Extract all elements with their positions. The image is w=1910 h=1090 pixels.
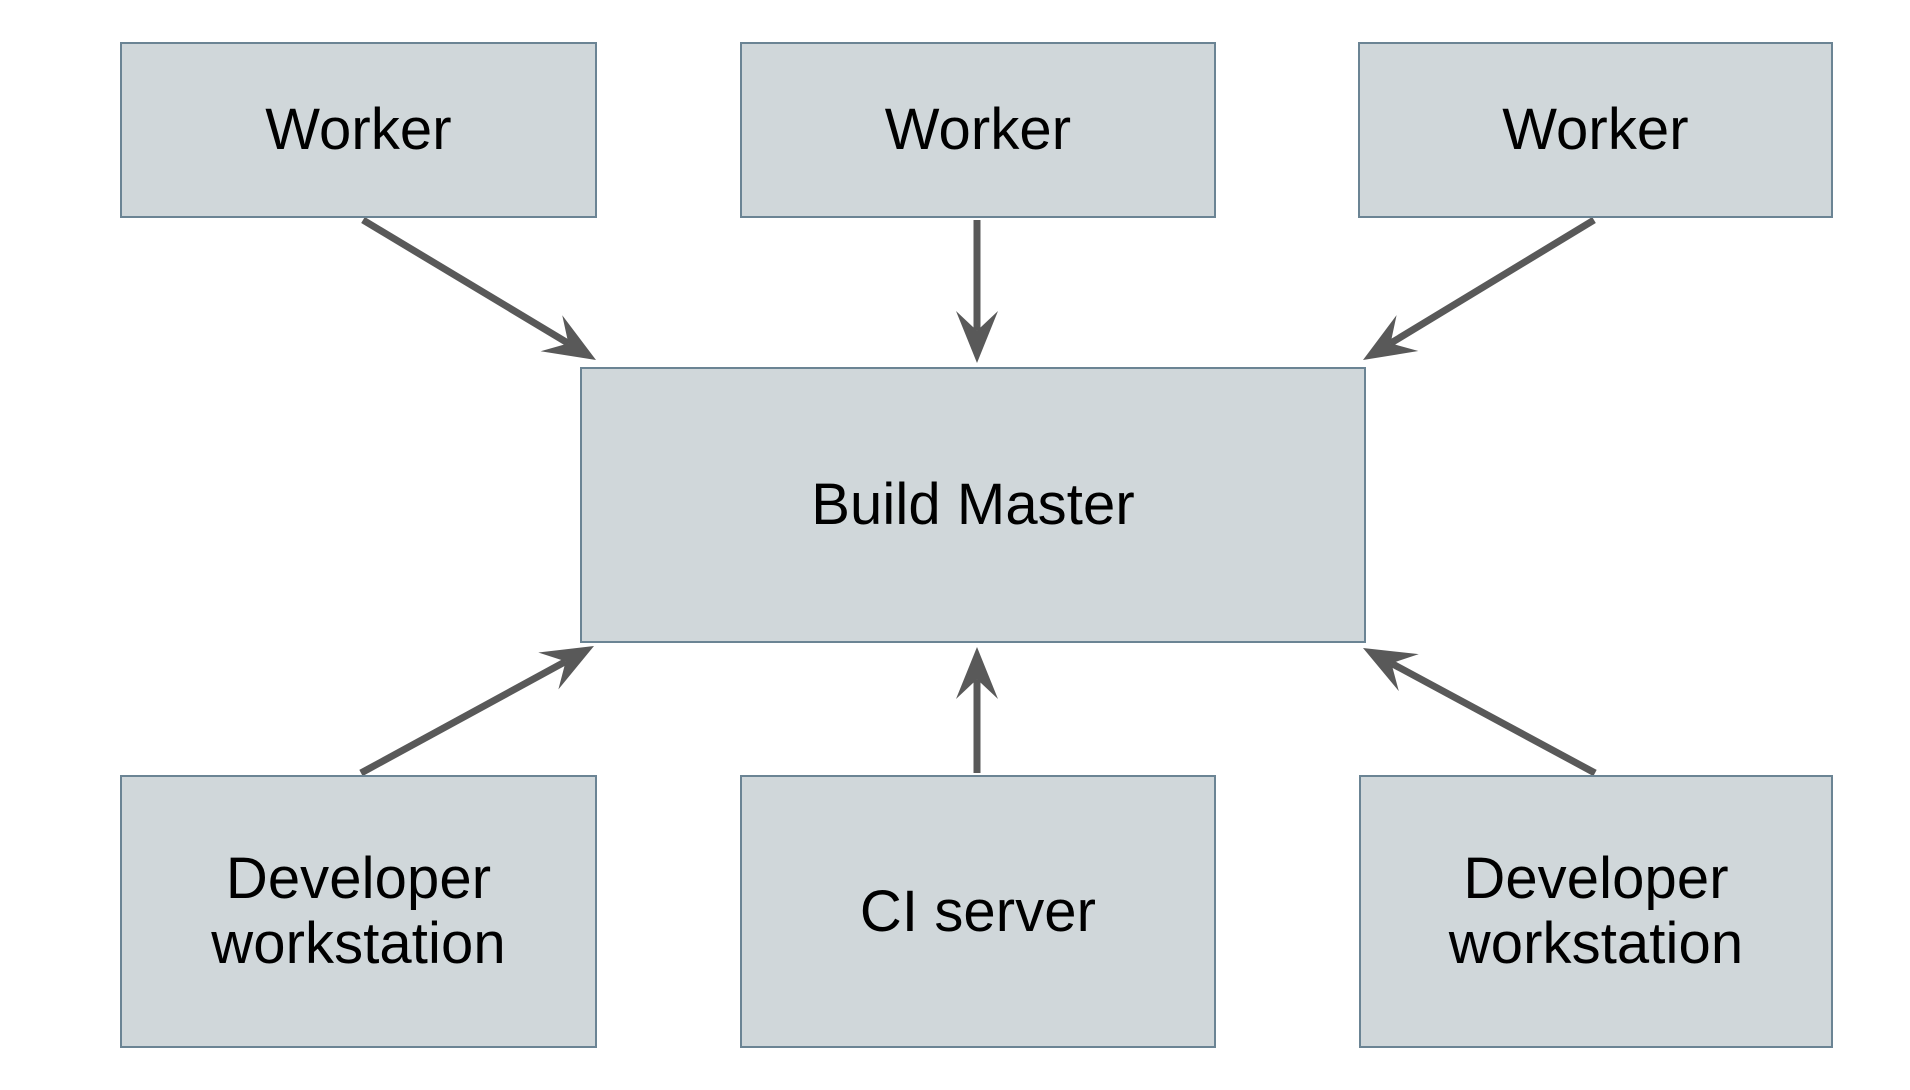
node-label: Worker <box>884 97 1072 163</box>
node-label: Worker <box>1502 97 1689 163</box>
edge-worker-center-to-build-master <box>956 220 998 363</box>
edge-shaft <box>361 216 571 347</box>
edge-arrowhead <box>540 315 596 360</box>
node-worker-left[interactable]: Worker <box>120 42 597 218</box>
edge-shaft <box>1388 217 1596 347</box>
node-worker-center[interactable]: Worker <box>740 42 1216 218</box>
edge-ci-server-to-build-master <box>956 647 998 773</box>
edge-shaft <box>1389 660 1597 777</box>
node-developer-workstation-left[interactable]: Developer workstation <box>120 775 597 1048</box>
edge-shaft <box>359 658 568 777</box>
edge-arrowhead <box>956 311 998 363</box>
node-label: Developer workstation <box>1448 845 1744 976</box>
node-ci-server[interactable]: CI server <box>740 775 1216 1048</box>
node-worker-right[interactable]: Worker <box>1358 42 1833 218</box>
edge-arrowhead <box>1363 315 1419 360</box>
edge-worker-right-to-build-master <box>1363 217 1596 360</box>
node-build-master[interactable]: Build Master <box>580 367 1366 643</box>
node-developer-workstation-right[interactable]: Developer workstation <box>1359 775 1833 1048</box>
node-label: CI server <box>859 878 1097 944</box>
node-label: Build Master <box>811 472 1135 538</box>
edge-developer-left-to-build-master <box>359 646 594 777</box>
edge-arrowhead <box>956 647 998 699</box>
node-label: Worker <box>265 97 452 163</box>
edge-worker-left-to-build-master <box>361 216 596 360</box>
edge-developer-right-to-build-master <box>1363 648 1597 777</box>
node-label: Developer workstation <box>211 845 506 976</box>
edge-arrowhead <box>1363 648 1419 692</box>
edge-arrowhead <box>538 646 594 690</box>
